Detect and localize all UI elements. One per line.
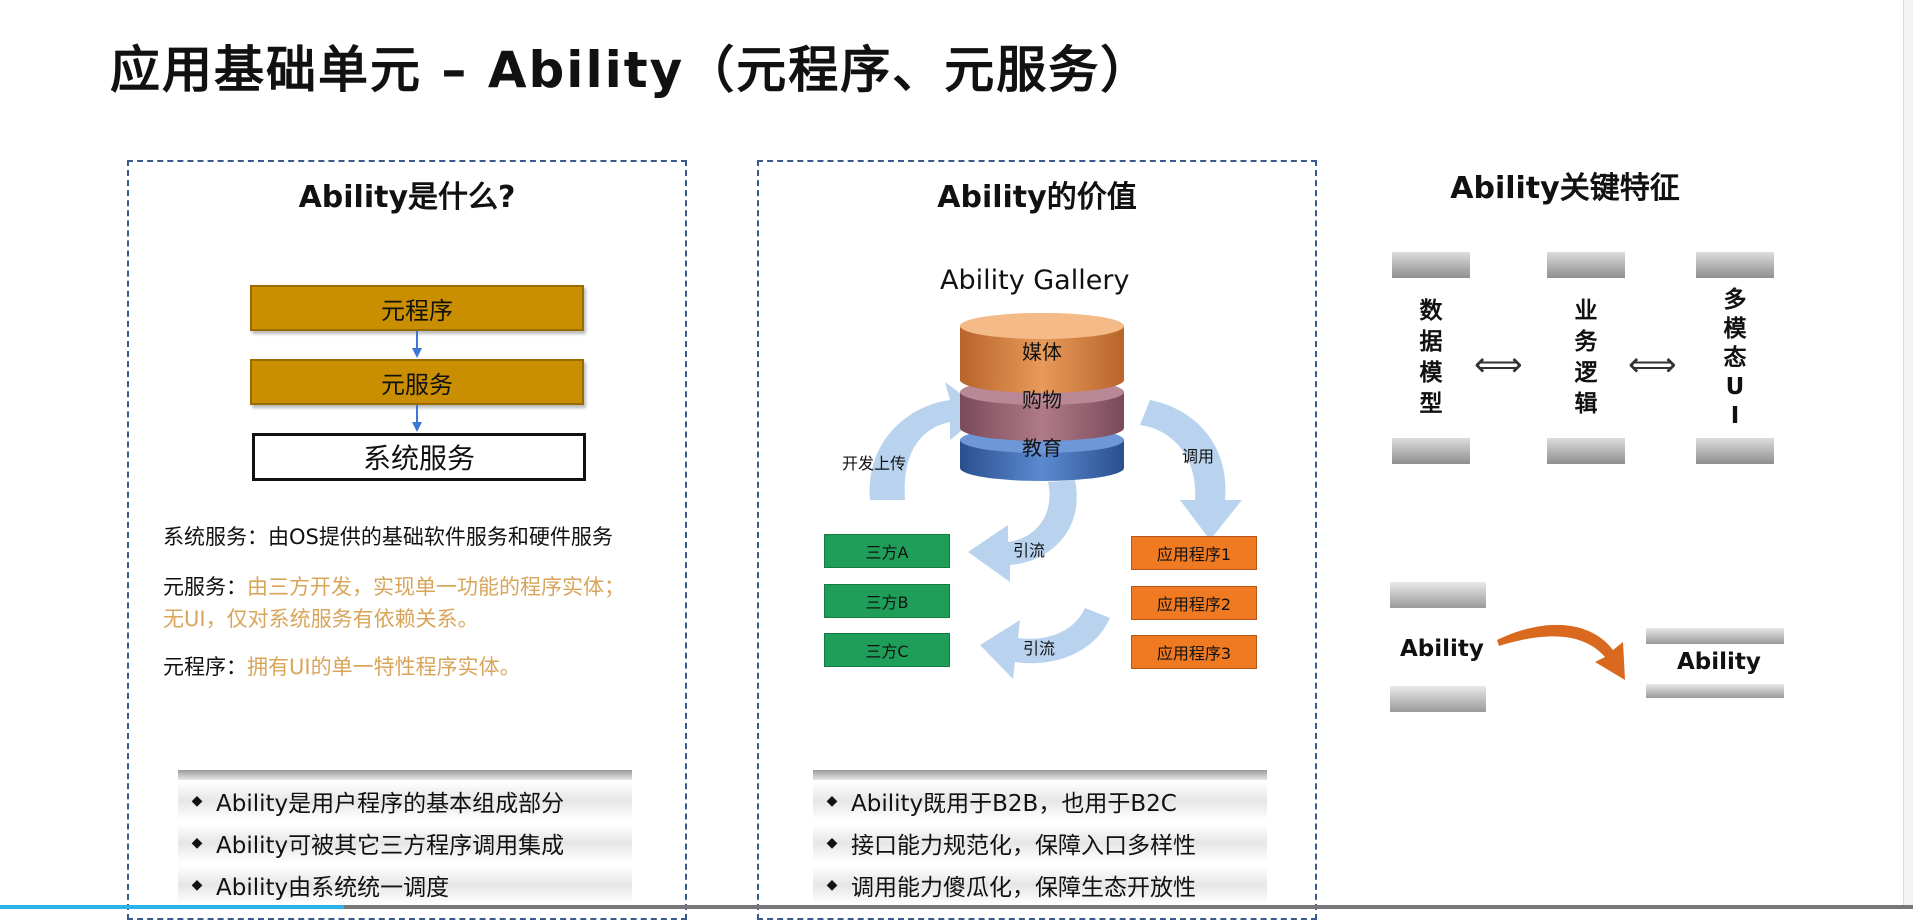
layer-shopping: 购物	[1022, 388, 1062, 412]
ability-cap	[1646, 628, 1784, 644]
third-party-b: 三方B	[824, 584, 950, 618]
stack-meta-program: 元程序	[250, 285, 584, 331]
layer-media: 媒体	[1022, 340, 1062, 364]
list-item: ◆调用能力傻瓜化，保障生态开放性	[813, 864, 1267, 906]
ability-foot	[1646, 684, 1784, 698]
scrollbar-track[interactable]	[1903, 0, 1913, 905]
app-3: 应用程序3	[1131, 635, 1257, 669]
panel2-bullet-list: ◆Ability既用于B2B，也用于B2C ◆接口能力规范化，保障入口多样性 ◆…	[813, 780, 1267, 906]
ability-foot	[1390, 686, 1486, 712]
desc-text: 无UI，仅对系统服务有依赖关系。	[163, 607, 479, 631]
desc-label: 元服务：	[163, 575, 247, 599]
pillar-data-model: 数据模型	[1392, 252, 1470, 464]
flow-label: 引流	[1013, 541, 1046, 560]
flow-arrow-icon	[968, 480, 1077, 582]
panel1-title: Ability是什么?	[298, 180, 516, 215]
invoke-arrow-icon	[1140, 400, 1242, 540]
upload-label: 开发上传	[842, 454, 907, 473]
double-arrow-icon: ⟺	[1474, 345, 1523, 385]
bullet-divider	[178, 770, 632, 780]
desc-text: 由OS提供的基础软件服务和硬件服务	[268, 525, 613, 549]
down-arrow-icon	[412, 331, 422, 358]
desc-text: 由三方开发，实现单一功能的程序实体；	[247, 575, 625, 599]
third-party-c: 三方C	[824, 633, 950, 667]
ability-right-label: Ability	[1677, 649, 1761, 675]
list-item: ◆Ability是用户程序的基本组成部分	[178, 780, 632, 822]
invoke-label: 调用	[1182, 447, 1215, 466]
page-title: 应用基础单元 – Ability（元程序、元服务）	[110, 41, 1153, 99]
panel1-bullet-list: ◆Ability是用户程序的基本组成部分 ◆Ability可被其它三方程序调用集…	[178, 780, 632, 906]
flow-label: 引流	[1023, 639, 1056, 658]
flow-arrow-icon	[980, 608, 1110, 679]
app-1: 应用程序1	[1131, 536, 1257, 570]
app-2: 应用程序2	[1131, 586, 1257, 620]
stack-system-service: 系统服务	[252, 433, 586, 481]
gallery-cylinder	[960, 313, 1124, 481]
desc-system-service: 系统服务：由OS提供的基础软件服务和硬件服务	[163, 521, 613, 553]
ability-left-label: Ability	[1400, 636, 1484, 662]
list-item: ◆接口能力规范化，保障入口多样性	[813, 822, 1267, 864]
desc-meta-service: 元服务：由三方开发，实现单一功能的程序实体； 无UI，仅对系统服务有依赖关系。	[163, 571, 625, 635]
bullet-divider	[813, 770, 1267, 780]
progress-track	[0, 905, 1913, 909]
desc-meta-program: 元程序：拥有UI的单一特性程序实体。	[163, 651, 521, 683]
list-item: ◆Ability既用于B2B，也用于B2C	[813, 780, 1267, 822]
layer-education: 教育	[1022, 436, 1062, 460]
down-arrow-icon	[412, 405, 422, 432]
list-item: ◆Ability可被其它三方程序调用集成	[178, 822, 632, 864]
double-arrow-icon: ⟺	[1628, 345, 1677, 385]
curved-arrow-icon	[1497, 624, 1625, 680]
pillar-business-logic: 业务逻辑	[1547, 252, 1625, 464]
third-party-a: 三方A	[824, 534, 950, 568]
panel3-title: Ability关键特征	[1450, 171, 1680, 206]
desc-label: 元程序：	[163, 655, 247, 679]
progress-bar	[0, 905, 345, 909]
ability-gallery-diagram: 媒体 购物 教育	[869, 313, 1242, 679]
desc-label: 系统服务：	[163, 525, 268, 549]
cycle-arrows	[869, 382, 1242, 679]
stack-meta-service: 元服务	[250, 359, 584, 405]
gallery-title: Ability Gallery	[940, 265, 1130, 296]
desc-text: 拥有UI的单一特性程序实体。	[247, 655, 521, 679]
upload-arrow-icon	[869, 382, 985, 500]
list-item: ◆Ability由系统统一调度	[178, 864, 632, 906]
ability-cap	[1390, 582, 1486, 608]
panel2-title: Ability的价值	[937, 180, 1137, 215]
